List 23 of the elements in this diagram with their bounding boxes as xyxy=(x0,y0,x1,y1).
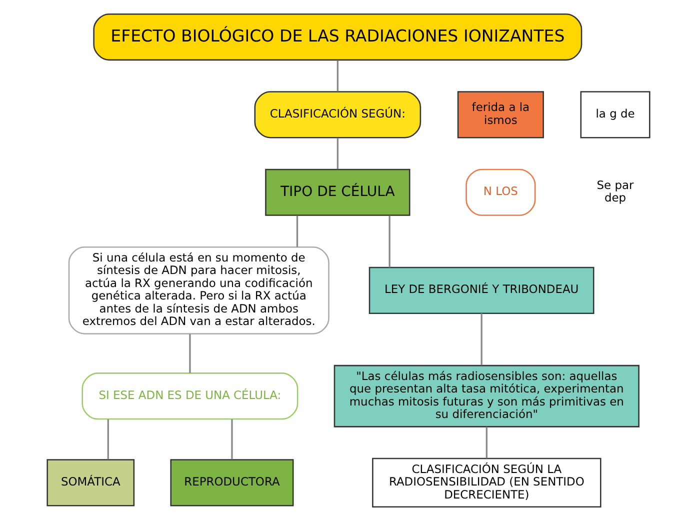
node-box: EFECTO BIOLÓGICO DE LAS RADIACIONES IONIZANTES xyxy=(92,12,582,60)
connector xyxy=(388,215,390,267)
connector xyxy=(336,138,338,169)
node-box: "Las células más radiosensibles son: aquellas que presentan alta tasa mitótica, experimentan muchas mitosis futuras y son más primitivas en su diferenciación" xyxy=(333,364,639,427)
node-box: SI ESE ADN ES DE UNA CÉLULA: xyxy=(81,372,298,420)
node-box: LEY DE BERGONIÉ Y TRIBONDEAU xyxy=(368,266,594,314)
connector xyxy=(188,334,190,373)
node-box: TIPO DE CÉLULA xyxy=(264,168,410,216)
node-text: Se par dep xyxy=(596,177,634,204)
node-box: ferida a la ismos xyxy=(456,90,544,138)
node-box: Si una célula está en su momento de síntesis de ADN para hacer mitosis, actúa la RX generando una codificación genética alterada. Pero si la RX actúa antes de la síntesis de ADN ambos extremos del ADN van a estar alterados. xyxy=(68,246,329,334)
node-box: SOMÁTICA xyxy=(46,458,134,506)
node-box: la g de xyxy=(580,90,650,138)
node-box: N LOS xyxy=(465,168,536,216)
connector xyxy=(336,60,338,91)
connector xyxy=(296,215,298,246)
connector xyxy=(106,418,108,459)
node-box: REPRODUCTORA xyxy=(170,458,294,506)
connector xyxy=(480,312,482,365)
node-box: CLASIFICACIÓN SEGÚN: xyxy=(254,90,421,138)
node-box: CLASIFICACIÓN SEGÚN LA RADIOSENSIBILIDAD (EN SENTIDO DECRECIENTE) xyxy=(372,457,601,508)
connector xyxy=(230,418,232,459)
connector xyxy=(485,426,487,458)
